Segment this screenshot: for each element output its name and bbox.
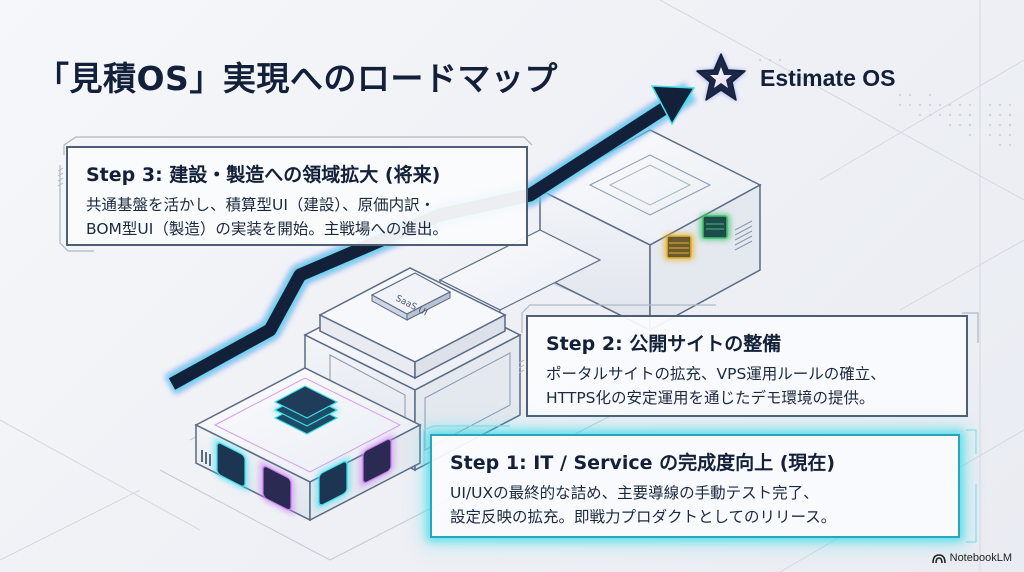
chip-icon (700, 214, 730, 240)
step-3-description: 共通基盤を活かし、積算型UI（建設）、原価内訳・ BOM型UI（製造）の実装を開… (86, 193, 508, 241)
star-icon (696, 53, 746, 101)
database-icon (664, 234, 694, 260)
goal-badge: Estimate OS (692, 50, 896, 106)
page-title: 「見積OS」実現へのロードマップ (36, 59, 558, 98)
watermark: NotebookLM (931, 552, 1012, 564)
package-icon (260, 462, 294, 514)
saas-ui-panel: SaaS UI (370, 272, 452, 321)
network-icon (316, 457, 350, 510)
step-2-description: ポータルサイトの拡充、VPS運用ルールの確立、 HTTPS化の安定運用を通じたデ… (546, 362, 948, 410)
layers-icon (272, 385, 340, 435)
watermark-label: NotebookLM (949, 552, 1012, 564)
step-3-line: BOM型UI（製造）の実装を開始。主戦場への進出。 (86, 220, 448, 238)
step-1-title: Step 1: IT / Service の完成度向上 (現在) (450, 452, 836, 474)
step-2-line: ポータルサイトの拡充、VPS運用ルールの確立、 (546, 365, 886, 383)
step-2-line: HTTPS化の安定運用を通じたデモ環境の提供。 (546, 389, 875, 407)
goal-label: Estimate OS (760, 64, 896, 91)
step-2-title: Step 2: 公開サイトの整備 (546, 333, 782, 355)
network-icon (214, 438, 248, 491)
step-card-3: Step 3: 建設・製造への領域拡大 (将来) 共通基盤を活かし、積算型UI（… (66, 146, 528, 246)
step-card-1: Step 1: IT / Service の完成度向上 (現在) UI/UXの最… (430, 434, 960, 538)
package-icon (360, 435, 394, 487)
step-3-title: Step 3: 建設・製造への領域拡大 (将来) (86, 164, 441, 186)
step-1-description: UI/UXの最終的な詰め、主要導線の手動テスト完了、 設定反映の拡充。即戦力プロ… (450, 481, 940, 529)
step-1-line: 設定反映の拡充。即戦力プロダクトとしてのリリース。 (450, 508, 837, 526)
notebooklm-logo-icon (931, 553, 946, 563)
step-3-line: 共通基盤を活かし、積算型UI（建設）、原価内訳・ (86, 196, 436, 214)
step-1-line: UI/UXの最終的な詰め、主要導線の手動テスト完了、 (450, 484, 819, 502)
step-card-2: Step 2: 公開サイトの整備 ポータルサイトの拡充、VPS運用ルールの確立、… (526, 315, 968, 417)
